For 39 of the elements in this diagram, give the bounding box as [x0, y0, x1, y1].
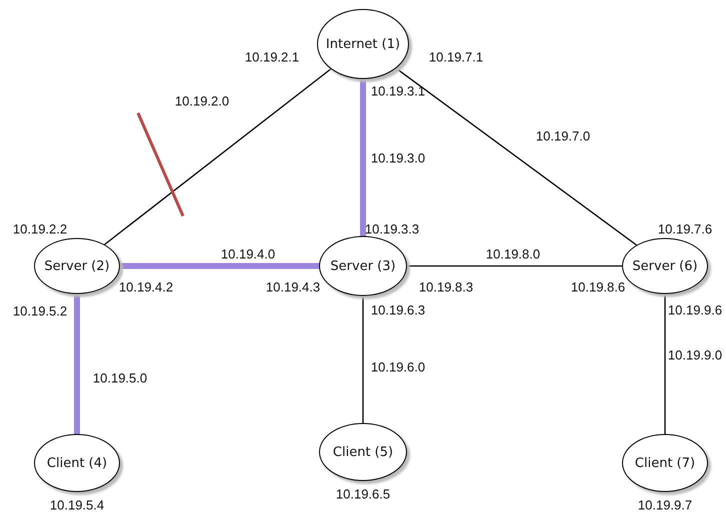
ip-address-label: 10.19.6.3 — [370, 302, 426, 318]
ip-address-label: 10.19.4.3 — [266, 280, 320, 294]
node-label: Client (7) — [634, 456, 696, 470]
ip-address-label: 10.19.3.1 — [370, 84, 426, 98]
link-line — [664, 294, 666, 434]
node-label: Server (6) — [632, 258, 698, 274]
ip-address-label: 10.19.3.3 — [364, 222, 420, 236]
edge-label: 10.19.8.0 — [486, 246, 540, 262]
edge-label: 10.19.9.0 — [668, 348, 722, 362]
ip-address-label: 10.19.2.1 — [244, 50, 300, 64]
ip-address-label: 10.19.5.2 — [12, 304, 68, 318]
node-label: Internet (1) — [326, 36, 400, 52]
node-label: Server (3) — [330, 258, 396, 274]
link-line — [396, 68, 637, 246]
link-line — [74, 291, 80, 437]
ip-address-label: 10.19.4.2 — [118, 280, 174, 294]
edge-label: 10.19.7.0 — [536, 128, 590, 144]
ip-address-label: 10.19.8.6 — [570, 280, 626, 294]
host-ellipse — [34, 238, 120, 294]
edge-label: 10.19.4.0 — [220, 246, 276, 262]
ip-address-label: 10.19.6.5 — [336, 486, 390, 502]
ip-address-label: 10.19.5.4 — [50, 498, 104, 512]
link-line — [104, 68, 332, 246]
ip-address-label: 10.19.7.1 — [428, 50, 484, 64]
link-line — [407, 265, 622, 267]
ip-address-label: 10.19.9.6 — [668, 302, 722, 318]
edge-label: 10.19.5.0 — [92, 370, 148, 386]
link-line — [362, 296, 364, 423]
ip-address-label: 10.19.9.7 — [638, 498, 692, 512]
ip-address-label: 10.19.7.6 — [658, 222, 712, 236]
node-label: Client (4) — [46, 456, 108, 470]
edge-label: 10.19.3.0 — [370, 150, 426, 166]
edge-label: 10.19.6.0 — [370, 360, 426, 374]
link-line — [360, 76, 366, 239]
ip-address-label: 10.19.2.2 — [12, 222, 68, 236]
edge-label: 10.19.2.0 — [174, 94, 230, 108]
node-label: Client (5) — [332, 444, 394, 460]
ip-address-label: 10.19.8.3 — [418, 280, 474, 294]
node-label: Server (2) — [44, 258, 110, 274]
